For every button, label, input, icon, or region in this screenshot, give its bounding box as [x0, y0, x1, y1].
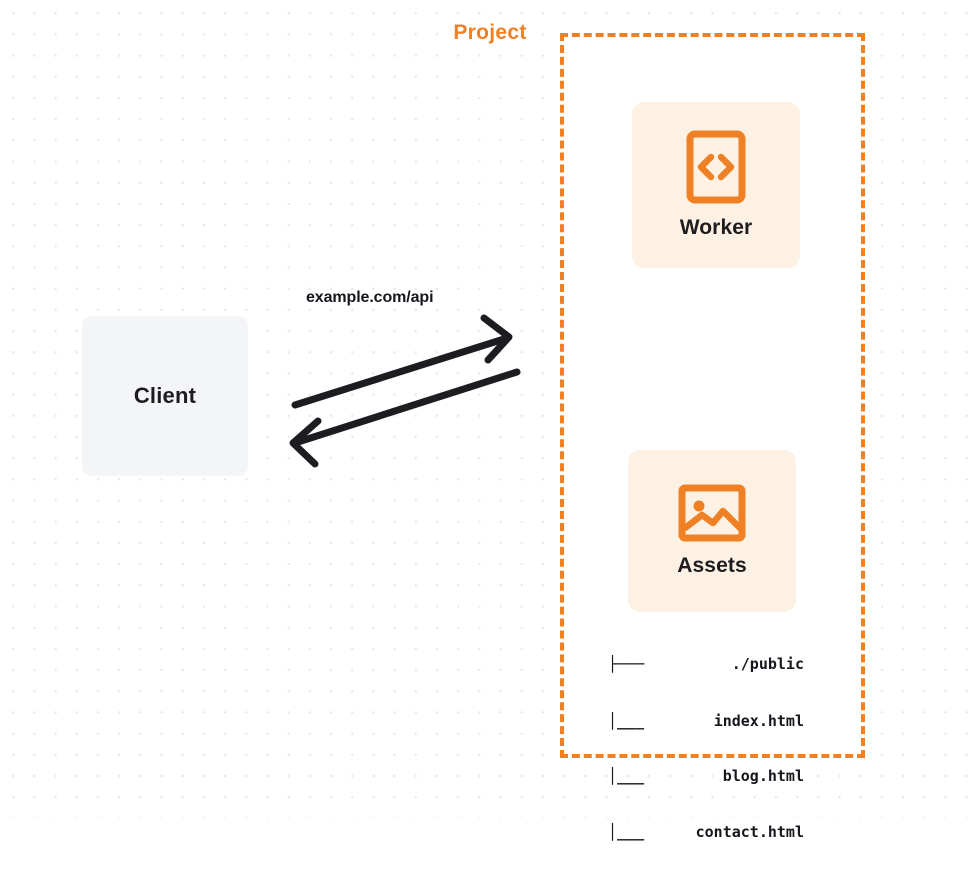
tree-item-name: ./public	[731, 655, 804, 673]
request-url-label: example.com/api	[306, 289, 434, 306]
file-tree-row: │___ contact.html	[608, 823, 804, 842]
assets-card-label: Assets	[677, 554, 747, 577]
tree-branch-glyph: │___	[608, 767, 645, 785]
assets-file-tree: ├─── ./public │___ index.html │___ blog.…	[608, 618, 804, 878]
client-project-connector	[270, 280, 540, 470]
client-node[interactable]: Client	[82, 316, 248, 476]
tree-branch-glyph: │___	[608, 822, 645, 841]
file-tree-row: ├─── ./public	[608, 655, 804, 674]
tree-branch-glyph: │___	[608, 711, 645, 730]
file-tree-row: │___ index.html	[608, 712, 804, 731]
project-title: Project	[447, 21, 533, 45]
code-brackets-icon	[686, 130, 746, 204]
worker-card[interactable]: Worker	[632, 102, 800, 268]
tree-item-name: contact.html	[695, 822, 804, 841]
arrow-left-icon	[289, 368, 521, 468]
assets-card[interactable]: Assets	[628, 450, 796, 612]
file-tree-row: │___ blog.html	[608, 767, 804, 786]
tree-item-name: index.html	[713, 711, 804, 730]
client-node-label: Client	[133, 383, 197, 408]
arrow-right-icon	[291, 314, 513, 409]
worker-card-label: Worker	[679, 216, 753, 239]
diagram-canvas: Client example.com/api Project Worke	[0, 0, 980, 841]
project-container	[560, 33, 865, 758]
image-icon	[678, 484, 746, 542]
tree-item-name: blog.html	[722, 767, 804, 785]
tree-branch-glyph: ├───	[608, 655, 645, 673]
